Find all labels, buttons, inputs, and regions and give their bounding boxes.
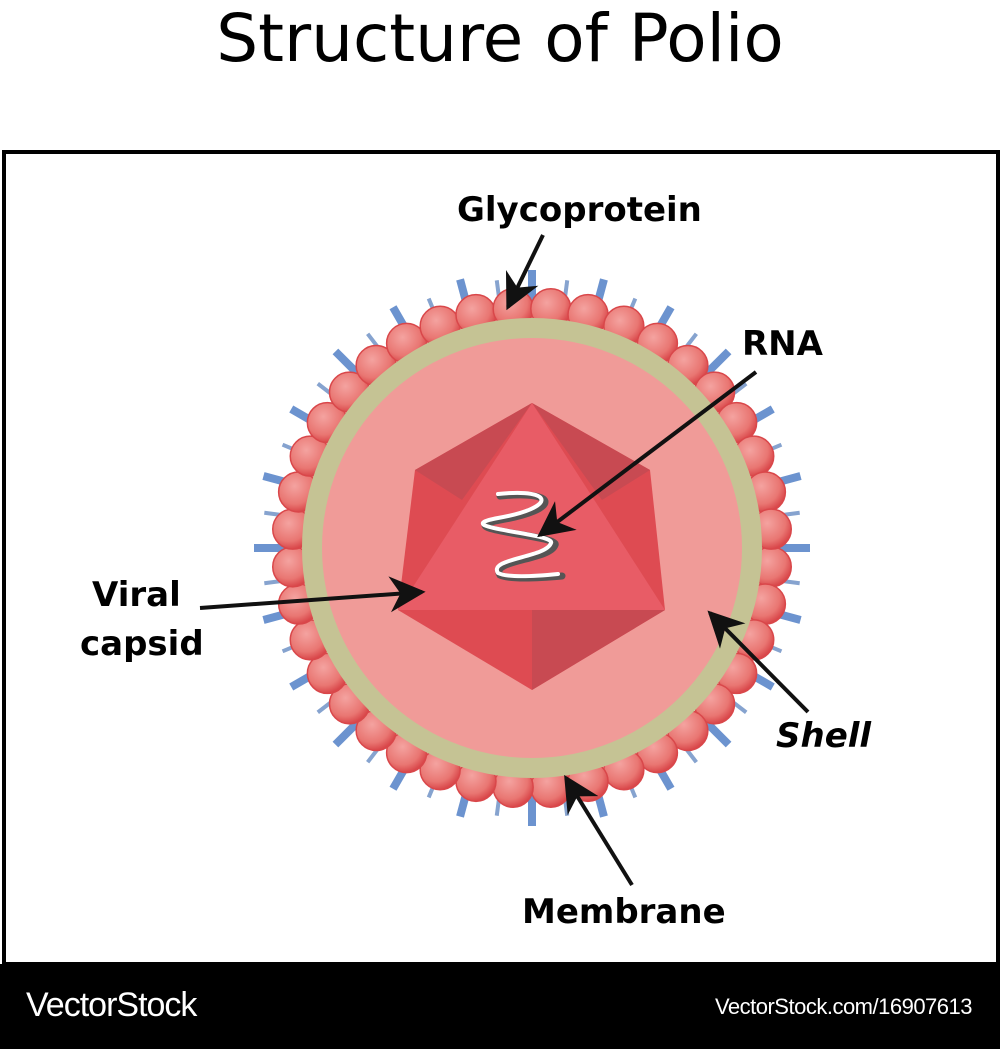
label-membrane: Membrane bbox=[522, 892, 726, 932]
footer-brand: VectorStock bbox=[26, 986, 197, 1024]
glycoprotein-spike bbox=[332, 348, 362, 378]
label-shell: Shell bbox=[776, 716, 872, 756]
glycoprotein-spike bbox=[702, 718, 732, 748]
rna-arrow bbox=[537, 370, 758, 538]
viral-capsid-arrow bbox=[199, 576, 426, 613]
glycoprotein-arrow bbox=[505, 234, 545, 311]
glycoprotein-spike bbox=[702, 348, 732, 378]
label-glycoprotein: Glycoprotein bbox=[457, 190, 702, 230]
page-title: Structure of Polio bbox=[216, 0, 784, 77]
label-viral-capsid-line2: capsid bbox=[80, 624, 204, 664]
footer-url: VectorStock.com/16907613 bbox=[714, 994, 973, 1019]
membrane-arrow bbox=[564, 774, 634, 887]
label-viral-capsid-line1: Viral bbox=[92, 575, 181, 615]
footer-bar: VectorStock VectorStock.com/16907613 bbox=[0, 964, 1000, 1049]
shell-arrow bbox=[707, 610, 810, 714]
label-rna: RNA bbox=[742, 324, 823, 364]
glycoprotein-spike bbox=[332, 718, 362, 748]
